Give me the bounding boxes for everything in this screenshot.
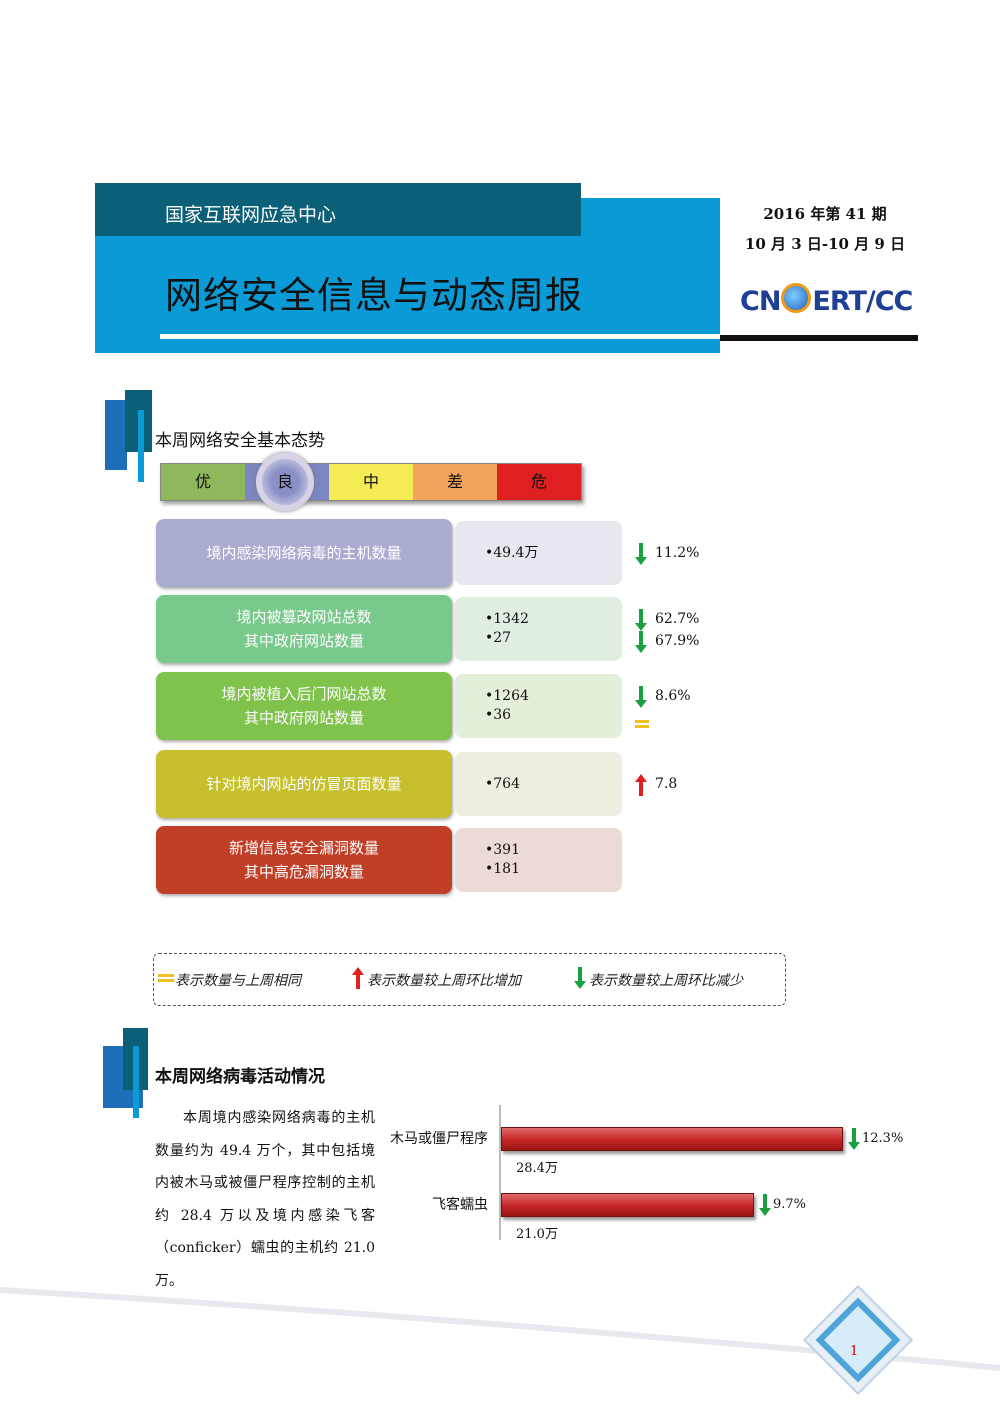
rating-level-excellent: 优: [161, 464, 245, 500]
organization-name: 国家互联网应急中心: [165, 204, 337, 226]
stat-label-line: 其中高危漏洞数量: [243, 863, 364, 881]
stat-change: 7.8: [655, 776, 678, 792]
down-arrow-icon: [635, 686, 647, 712]
date-range: 10 月 3 日-10 月 9 日: [744, 235, 906, 253]
logo-text-left: CN: [740, 286, 781, 317]
stat-value-line: •1264: [485, 688, 529, 704]
stat-value-4: •391 •181: [455, 828, 622, 892]
stat-value-line: •36: [485, 707, 512, 723]
chart-value-label: 21.0万: [516, 1227, 558, 1242]
equal-icon: [158, 974, 174, 982]
stat-value-3: •764: [455, 752, 622, 816]
logo-text-right: ERT/CC: [812, 286, 913, 317]
rating-level-danger: 危: [497, 464, 581, 500]
down-arrow-icon: [759, 1194, 771, 1220]
stat-label-0: 境内感染网络病毒的主机数量: [156, 519, 452, 587]
cncert-logo: CN ERT/CC: [740, 283, 913, 317]
stat-label-line: 其中政府网站数量: [243, 709, 364, 727]
chart-bar: [501, 1193, 754, 1217]
chart-category-label: 飞客蠕虫: [432, 1197, 488, 1213]
legend-down: 表示数量较上周环比减少: [589, 973, 743, 989]
header-org-band: [95, 183, 581, 236]
down-arrow-icon: [574, 967, 586, 989]
chart-category-label: 木马或僵尸程序: [390, 1131, 488, 1147]
legend-box: 表示数量与上周相同 表示数量较上周环比增加 表示数量较上周环比减少: [153, 953, 786, 1006]
stat-value-line: •181: [485, 861, 520, 877]
section-title-situation: 本周网络安全基本态势: [155, 431, 325, 451]
stat-label-3: 针对境内网站的仿冒页面数量: [156, 750, 452, 818]
stat-value-2: •1264 •36: [455, 674, 622, 738]
virus-paragraph: 本周境内感染网络病毒的主机数量约为 49.4 万个，其中包括境内被木马或被僵尸程…: [155, 1110, 375, 1289]
up-arrow-icon: [635, 774, 647, 800]
down-arrow-icon: [635, 609, 647, 635]
chart-change-label: 12.3%: [862, 1131, 904, 1146]
page-number: 1: [850, 1344, 859, 1359]
stat-value-line: •391: [485, 842, 520, 858]
stat-value-line: •1342: [485, 611, 529, 627]
rating-level-poor: 差: [413, 464, 497, 500]
current-rating-indicator: 良: [256, 453, 314, 511]
stat-label-line: 境内被植入后门网站总数: [221, 685, 387, 703]
security-rating-scale: 优 良 中 差 危: [160, 463, 582, 501]
stat-label-line: 新增信息安全漏洞数量: [228, 839, 379, 857]
section-title-virus: 本周网络病毒活动情况: [155, 1067, 325, 1087]
footer-decoration: [0, 1284, 1000, 1396]
stat-label-line: 境内感染网络病毒的主机数量: [206, 544, 402, 562]
stat-value-1: •1342 •27: [455, 597, 622, 661]
stat-value-line: •764: [485, 775, 520, 792]
stat-change: 67.9%: [655, 633, 700, 649]
stat-change: 62.7%: [655, 611, 700, 627]
down-arrow-icon: [635, 543, 647, 569]
header-divider: [160, 334, 720, 339]
stat-label-line: 其中政府网站数量: [243, 632, 364, 650]
globe-icon: [781, 283, 812, 313]
section-decoration: [105, 390, 152, 490]
logo-underline: [720, 335, 918, 341]
equal-icon: [635, 714, 649, 733]
stat-label-line: 针对境内网站的仿冒页面数量: [206, 775, 402, 793]
legend-same: 表示数量与上周相同: [175, 973, 301, 989]
stat-value-line: •49.4万: [485, 544, 539, 561]
virus-bar-chart: [499, 1105, 501, 1240]
section-decoration-2: [103, 1028, 148, 1118]
rating-level-medium: 中: [329, 464, 413, 500]
issue-number: 2016 年第 41 期: [763, 205, 887, 223]
down-arrow-icon: [635, 631, 647, 657]
stat-label-2: 境内被植入后门网站总数其中政府网站数量: [156, 672, 452, 740]
down-arrow-icon: [848, 1128, 860, 1154]
stat-label-line: 境内被篡改网站总数: [236, 608, 372, 626]
stat-change: 8.6%: [655, 688, 691, 704]
stat-label-4: 新增信息安全漏洞数量其中高危漏洞数量: [156, 826, 452, 894]
chart-value-label: 28.4万: [516, 1161, 558, 1176]
stat-label-1: 境内被篡改网站总数其中政府网站数量: [156, 595, 452, 663]
up-arrow-icon: [352, 967, 364, 989]
chart-change-label: 9.7%: [773, 1197, 807, 1212]
report-title: 网络安全信息与动态周报: [165, 274, 583, 317]
stat-value-line: •27: [485, 630, 512, 646]
chart-bar: [501, 1127, 843, 1151]
stat-value-0: •49.4万: [455, 521, 622, 585]
legend-up: 表示数量较上周环比增加: [367, 973, 521, 989]
stat-change: 11.2%: [655, 545, 700, 561]
